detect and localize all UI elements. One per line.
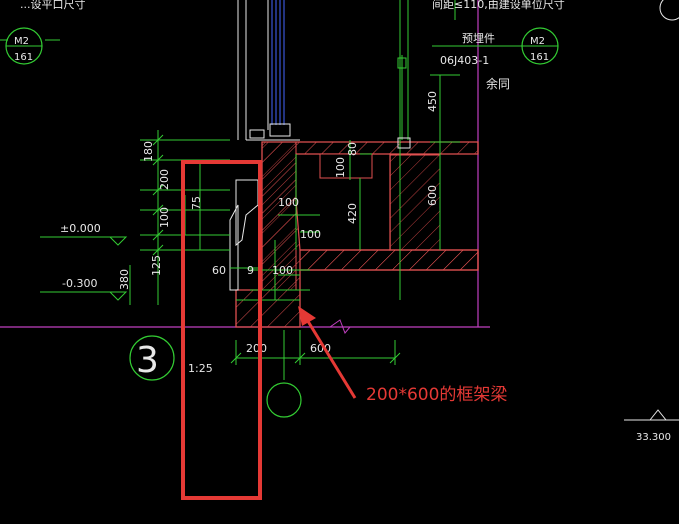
dim-75: 75 xyxy=(190,196,203,210)
elevation-zero: ±0.000 xyxy=(60,222,101,235)
detail-circle xyxy=(129,335,175,381)
detail-number: 3 xyxy=(136,340,159,381)
callout-right-bottom: 161 xyxy=(530,52,549,63)
beam-notch xyxy=(319,153,373,179)
axis-circle xyxy=(266,382,302,418)
break-mark xyxy=(329,319,351,334)
annotation-arrow xyxy=(304,317,357,399)
glass-lines xyxy=(271,0,285,125)
level-marker-1 xyxy=(108,236,128,246)
top-text-right: 间距≤110,由建设单位尺寸 xyxy=(432,0,565,11)
dim-180: 180 xyxy=(142,141,155,162)
dim-380: 380 xyxy=(118,269,131,290)
dim-450: 450 xyxy=(426,91,439,112)
elevation-minus: -0.300 xyxy=(62,277,97,290)
dim-100-vert: 100 xyxy=(334,157,347,178)
level-marker-3 xyxy=(648,409,668,421)
finish-profile xyxy=(235,179,259,247)
detail-scale: 1:25 xyxy=(188,362,213,375)
dim-600-vert: 600 xyxy=(426,185,439,206)
dim-100-small: 100 xyxy=(300,228,321,241)
dim-200-horiz: 200 xyxy=(246,342,267,355)
dim-100-lower: 100 xyxy=(272,264,293,277)
elevation-top: 33.300 xyxy=(636,432,671,443)
dimension-ticks xyxy=(152,134,401,364)
top-text-left: ...设平口尺寸 xyxy=(20,0,86,11)
window-frame xyxy=(237,0,269,140)
window-sill xyxy=(246,123,300,141)
dim-420: 420 xyxy=(346,203,359,224)
dim-200: 200 xyxy=(158,169,171,190)
embed-note: 余同 xyxy=(486,76,510,91)
annotation-text: 200*600的框架梁 xyxy=(366,385,507,405)
embed-ref: 06J403-1 xyxy=(440,54,489,67)
finish-layer xyxy=(229,204,239,291)
corner-circle xyxy=(659,0,679,21)
dim-100: 100 xyxy=(158,207,171,228)
highlight-box xyxy=(181,160,262,500)
callout-right-top: M2 xyxy=(530,36,545,47)
callout-left-top: M2 xyxy=(14,36,29,47)
wall-column xyxy=(261,141,297,291)
dim-100-mid: 100 xyxy=(278,196,299,209)
embed-marker xyxy=(397,57,407,69)
embed-plate xyxy=(397,137,411,149)
dim-80: 80 xyxy=(346,142,359,156)
callout-left-bottom: 161 xyxy=(14,52,33,63)
dim-125: 125 xyxy=(150,255,163,276)
slab xyxy=(299,249,479,271)
level-marker-2 xyxy=(108,291,128,301)
embed-label: 预埋件 xyxy=(462,32,495,45)
annotation-arrowhead xyxy=(298,306,316,326)
dim-9: 9 xyxy=(247,264,254,277)
dim-60: 60 xyxy=(212,264,226,277)
